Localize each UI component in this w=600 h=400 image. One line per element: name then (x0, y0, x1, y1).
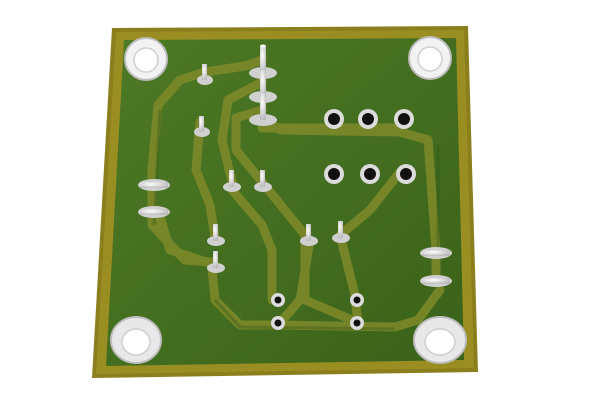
pad (394, 109, 414, 129)
soldered-pins (138, 44, 452, 287)
pin (197, 64, 213, 85)
pad (350, 293, 364, 307)
pad (271, 316, 285, 330)
pad (360, 164, 380, 184)
pad (350, 316, 364, 330)
pin (223, 170, 241, 192)
pin (420, 247, 452, 259)
pin (332, 221, 350, 243)
pin (254, 170, 272, 192)
pin (300, 224, 318, 246)
mounting-hole-bottom-left (110, 316, 162, 364)
pad (396, 164, 416, 184)
pin (207, 224, 225, 246)
pin (194, 116, 210, 137)
pin (138, 179, 170, 191)
pin (138, 206, 170, 218)
pin (420, 275, 452, 287)
pin (249, 93, 277, 126)
trace-shadows (152, 109, 440, 331)
pad (271, 293, 285, 307)
pad (324, 109, 344, 129)
mounting-hole-top-left (124, 37, 168, 81)
pad (358, 109, 378, 129)
pad (324, 164, 344, 184)
mounting-hole-top-right (408, 36, 452, 80)
pin (207, 251, 225, 273)
mounting-hole-bottom-right (413, 316, 467, 364)
empty-pads (271, 109, 416, 330)
